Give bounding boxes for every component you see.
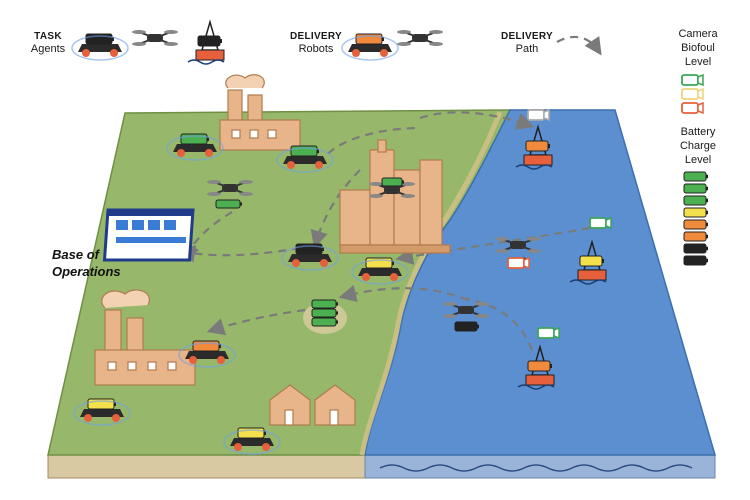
legend-battery-title: Battery Charge Level bbox=[666, 125, 730, 167]
legend-camera-swatch-2 bbox=[681, 87, 704, 101]
terrain-slab bbox=[47, 454, 716, 479]
header-delivery-drone-icon bbox=[397, 30, 443, 46]
factory-top bbox=[219, 74, 301, 151]
header-task-line2: Agents bbox=[30, 43, 66, 55]
legend-camera-swatch-1 bbox=[681, 73, 704, 87]
legend-battery-swatch-4 bbox=[683, 207, 708, 218]
header-delivery-path-label: DELIVERY Path bbox=[493, 30, 561, 56]
agents-layer bbox=[71, 19, 708, 455]
drone-over-coast bbox=[443, 302, 489, 318]
buoy-bottom-camera bbox=[537, 326, 560, 340]
header-task-buoy-icon bbox=[187, 19, 225, 65]
legend-camera-title: Camera Biofoul Level bbox=[666, 27, 730, 69]
path-header-delivery bbox=[556, 35, 602, 56]
legend-battery-swatch-8 bbox=[683, 255, 708, 266]
legend-camera-line3: Level bbox=[684, 56, 712, 68]
robot-coast bbox=[351, 257, 409, 285]
header-delivery-rover-icon bbox=[341, 33, 399, 61]
robot-near-factory-left bbox=[166, 133, 224, 161]
legend-battery-swatch-1 bbox=[683, 171, 708, 182]
path-buoy-to-robot bbox=[338, 284, 469, 302]
path-city-to-robot bbox=[310, 169, 361, 249]
factory-bottom bbox=[94, 289, 196, 386]
legend-battery-line1: Battery bbox=[680, 126, 716, 138]
buoy-bottom bbox=[517, 344, 555, 390]
header-task-label: TASK Agents bbox=[18, 30, 78, 56]
base-label-line2: Operations bbox=[52, 264, 121, 279]
legend-battery-swatch-3 bbox=[683, 195, 708, 206]
robot-center bbox=[281, 243, 339, 271]
path-factory-to-city bbox=[318, 126, 421, 166]
city bbox=[339, 139, 451, 254]
legend-camera-swatch-3 bbox=[681, 101, 704, 115]
legend-battery-swatch-7 bbox=[683, 243, 708, 254]
coastline bbox=[359, 111, 503, 456]
legend-battery-swatch-6 bbox=[683, 231, 708, 242]
buoy-right-camera bbox=[589, 216, 612, 230]
drone-water-camera bbox=[507, 256, 530, 270]
header-task-line1: TASK bbox=[34, 31, 62, 42]
delivery-battery-stack bbox=[303, 299, 347, 334]
path-drone-to-robot bbox=[395, 226, 591, 265]
header-delivery-robots-line1: DELIVERY bbox=[289, 31, 343, 42]
header-delivery-path-line2: Path bbox=[515, 43, 539, 55]
base-label-line1: Base of bbox=[52, 247, 99, 262]
robot-bottom bbox=[223, 427, 281, 455]
legend-camera-line1: Camera bbox=[678, 28, 718, 40]
header-delivery-path-line1: DELIVERY bbox=[500, 31, 554, 42]
base-of-operations-label: Base of Operations bbox=[52, 246, 121, 280]
robot-bottom-left bbox=[73, 398, 131, 426]
drone-over-city bbox=[369, 182, 415, 198]
path-robot-to-factory bbox=[206, 308, 306, 336]
header-delivery-robots-line2: Robots bbox=[298, 43, 334, 55]
legend-battery-swatch-5 bbox=[683, 219, 708, 230]
path-drone-to-buoy bbox=[461, 296, 534, 351]
houses bbox=[269, 384, 356, 426]
drone-over-land bbox=[207, 180, 253, 196]
header-task-drone-icon bbox=[132, 30, 178, 46]
header-task-rover-icon bbox=[71, 33, 129, 61]
robot-near-bottom-factory bbox=[178, 340, 236, 368]
robot-near-factory-right bbox=[276, 145, 334, 173]
buoy-right bbox=[569, 239, 607, 285]
legend-battery-swatch-2 bbox=[683, 183, 708, 194]
legend-battery-line2: Charge bbox=[679, 140, 717, 152]
base-of-operations bbox=[102, 208, 195, 262]
legend-camera-line2: Biofoul bbox=[681, 42, 715, 54]
buoy-top bbox=[515, 124, 553, 170]
header-delivery-robots-label: DELIVERY Robots bbox=[280, 30, 352, 56]
buoy-top-camera bbox=[527, 108, 550, 122]
drone-over-water bbox=[495, 237, 541, 253]
legend-battery-line3: Level bbox=[684, 154, 712, 166]
water-waves bbox=[379, 464, 693, 472]
